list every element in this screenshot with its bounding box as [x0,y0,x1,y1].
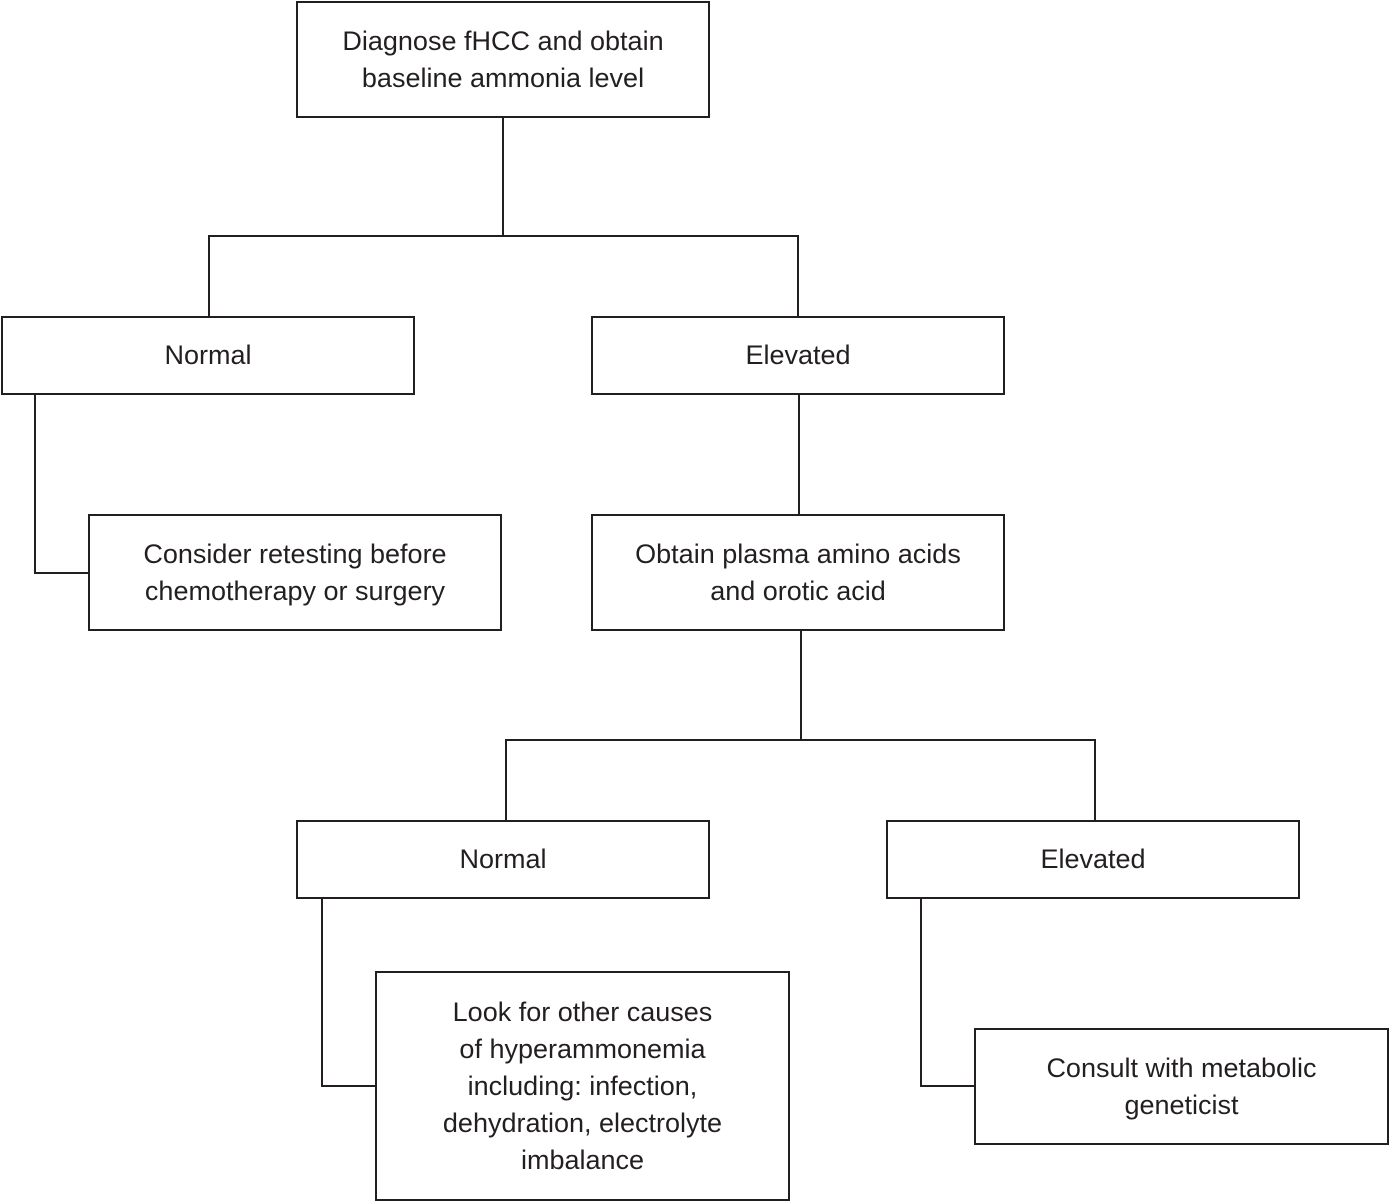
node-obtain-plasma-amino-acids: Obtain plasma amino acids and orotic aci… [591,514,1005,631]
node-obtain-plasma-amino-acids-label: Obtain plasma amino acids and orotic aci… [635,538,961,606]
node-consider-retesting-label: Consider retesting before chemotherapy o… [143,538,447,606]
node-normal-plasma: Normal [296,820,710,899]
node-elevated-ammonia: Elevated [591,316,1005,395]
connector-plasma-split [505,739,1096,820]
node-normal-plasma-label: Normal [459,844,547,874]
node-diagnose-fhcc: Diagnose fHCC and obtain baseline ammoni… [296,1,710,118]
node-consult-metabolic-geneticist-label: Consult with metabolic geneticist [1046,1052,1317,1120]
connector-elevated-to-consult [920,899,974,1087]
node-look-for-other-causes: Look for other causes of hyperammonemia … [375,971,790,1201]
node-diagnose-fhcc-label: Diagnose fHCC and obtain baseline ammoni… [342,25,664,93]
connector-normal-to-retest [34,395,88,574]
node-consider-retesting: Consider retesting before chemotherapy o… [88,514,502,631]
node-normal-ammonia: Normal [1,316,415,395]
connector-normal-to-other-causes [321,899,375,1087]
node-elevated-plasma-label: Elevated [1040,844,1146,874]
connector-root-to-normal [208,235,799,316]
node-elevated-ammonia-label: Elevated [745,340,851,370]
node-look-for-other-causes-label: Look for other causes of hyperammonemia … [442,996,723,1175]
node-elevated-plasma: Elevated [886,820,1300,899]
node-consult-metabolic-geneticist: Consult with metabolic geneticist [974,1028,1389,1145]
node-normal-ammonia-label: Normal [164,340,252,370]
